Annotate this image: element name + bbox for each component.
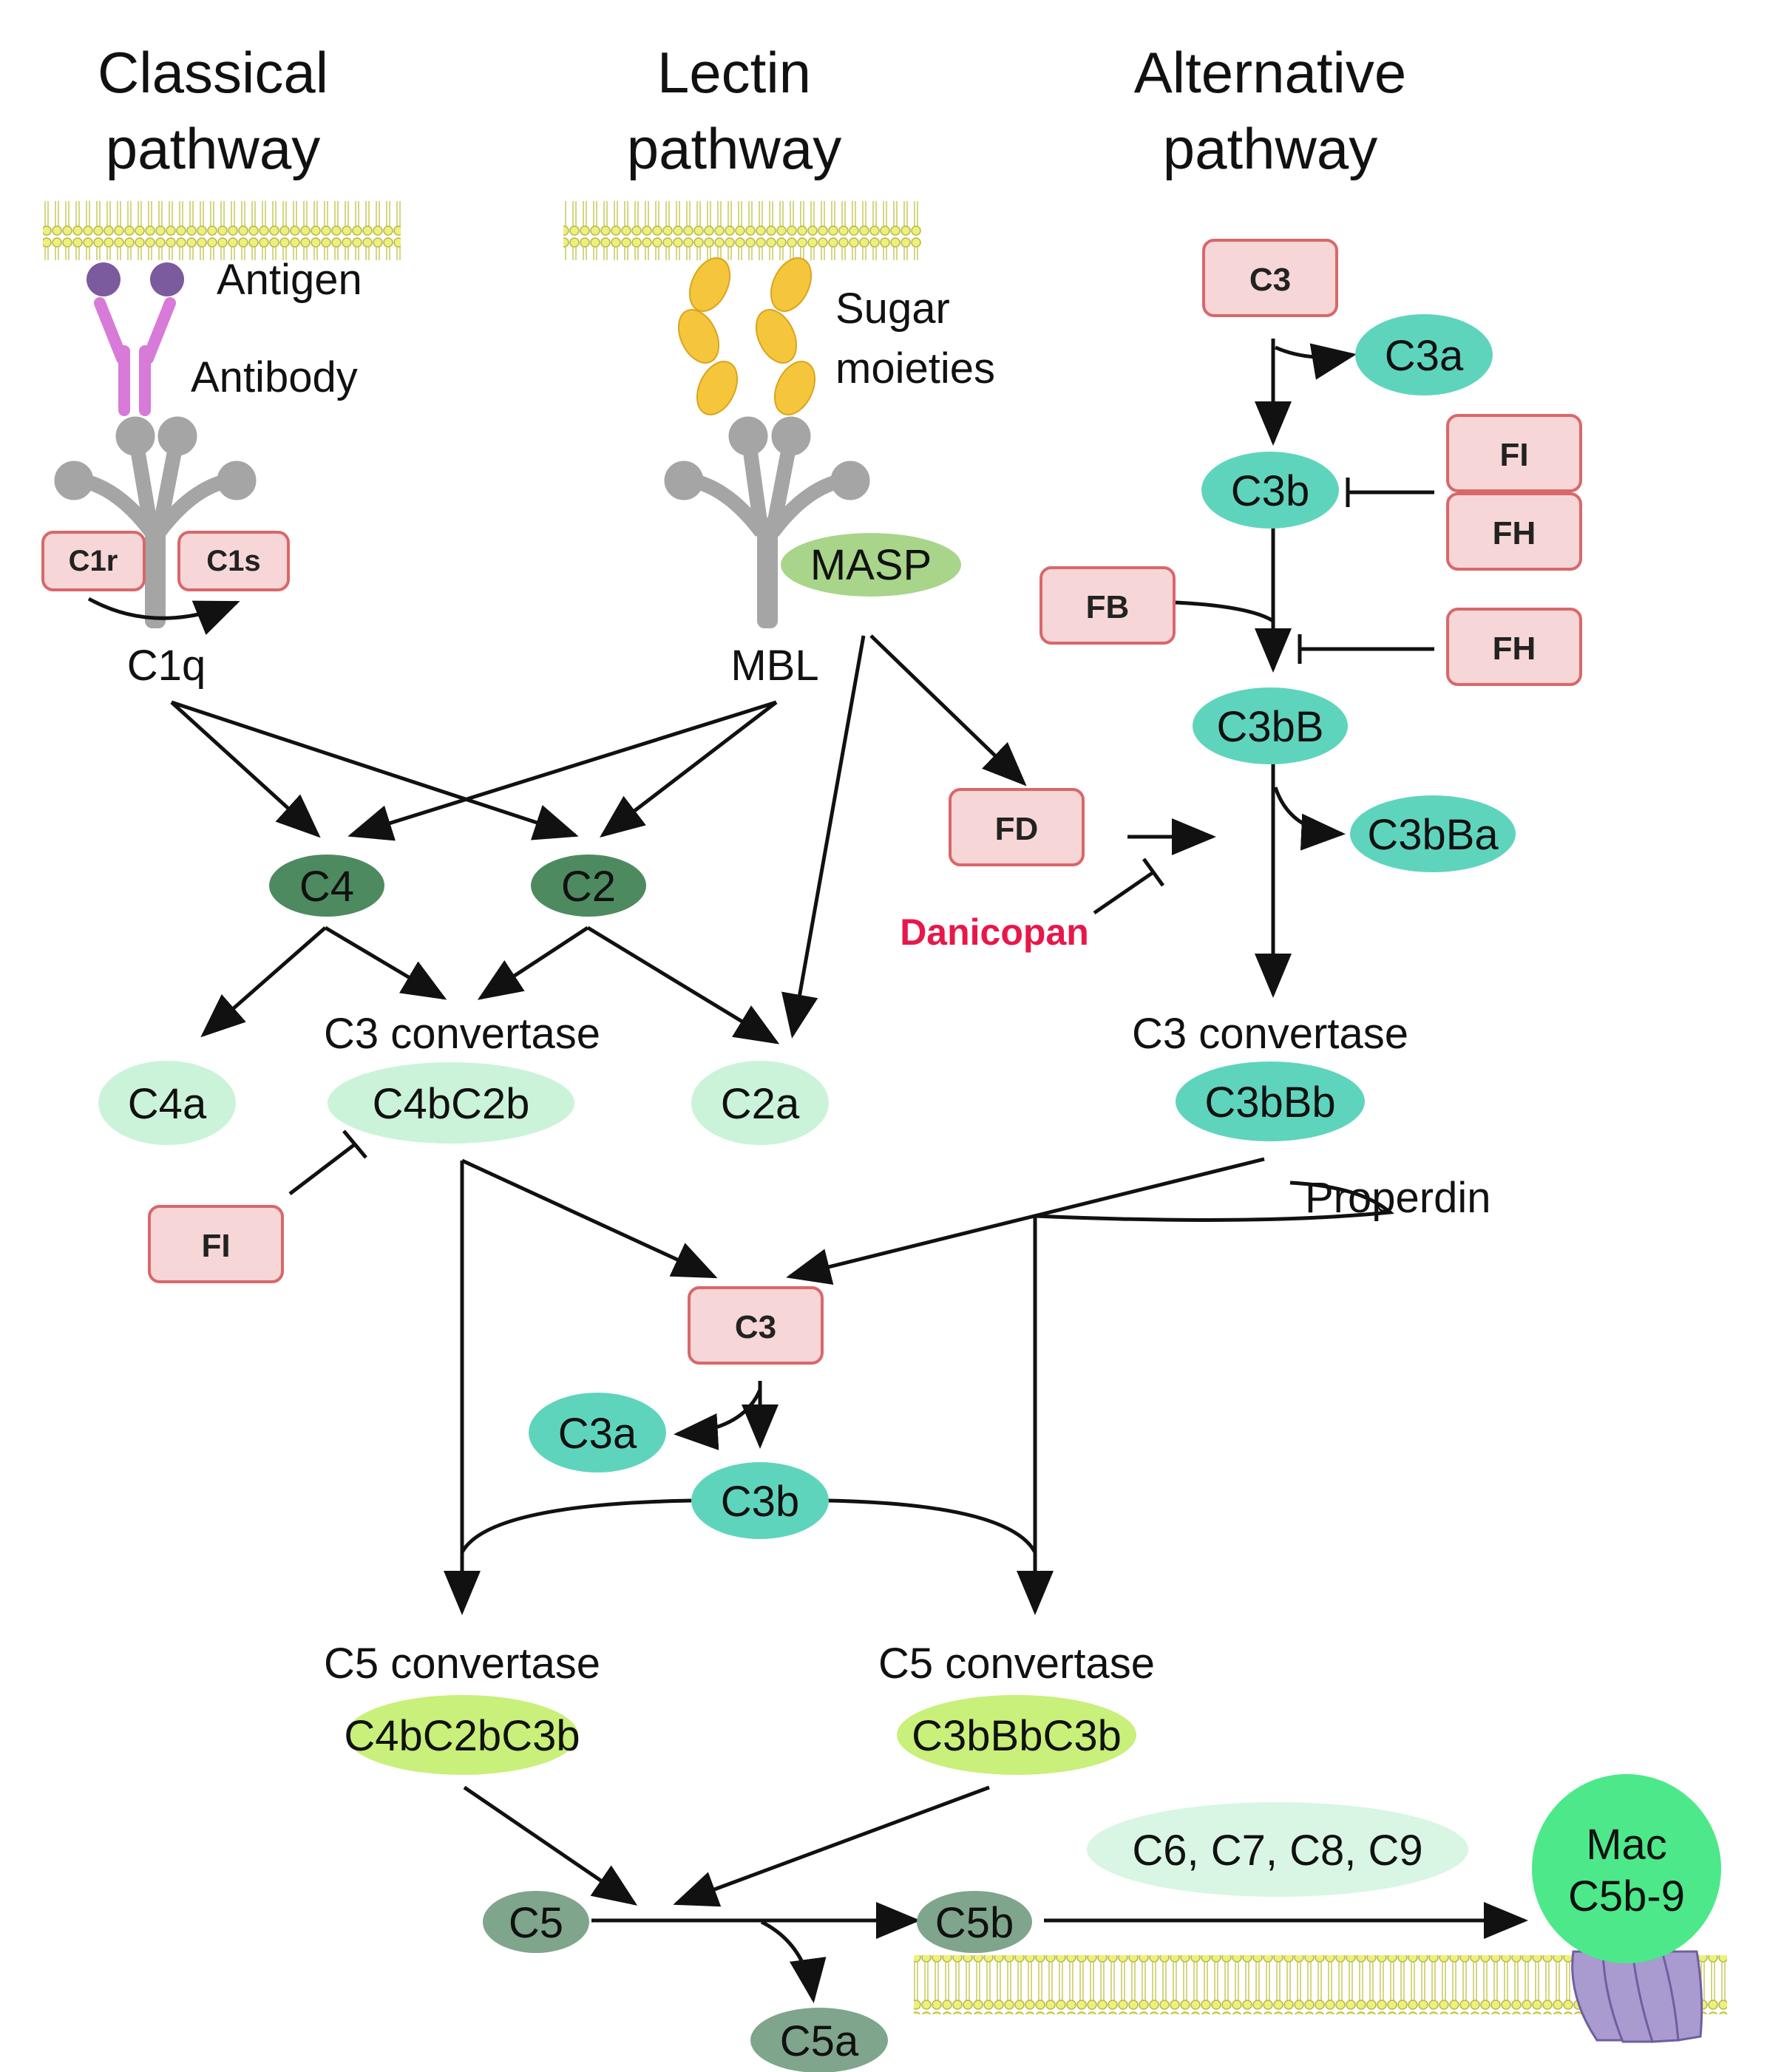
fb-box (1039, 566, 1176, 645)
c5-oval (483, 1891, 589, 1953)
fd-label: FD (995, 811, 1039, 847)
fh-lower-label: FH (1493, 631, 1536, 667)
c6-c9-label: C6, C7, C8, C9 (1132, 1827, 1422, 1875)
c1q-icon (54, 416, 257, 628)
center-c3a-oval (529, 1393, 666, 1473)
danicopan-label: Danicopan (900, 911, 1089, 953)
c3bb-label: C3bB (1216, 703, 1323, 751)
fh-upper-box (1446, 492, 1582, 571)
center-arrows (444, 1157, 1528, 2003)
c2-oval (531, 855, 646, 917)
c4-oval (269, 855, 384, 917)
c3bbb-label: C3bBb (1204, 1079, 1335, 1127)
c1r-box (41, 531, 146, 591)
fb-label: FB (1086, 589, 1130, 625)
alt-c3a-label: C3a (1385, 332, 1464, 380)
fh-lower-box (1446, 608, 1582, 686)
c3bbbc3b-label: C3bBbC3b (912, 1712, 1122, 1760)
center-c3b-label: C3b (721, 1478, 799, 1526)
masp-oval (781, 533, 961, 597)
alt-vertical-arrows (1175, 339, 1357, 998)
alt-c3a-oval (1355, 314, 1493, 395)
sugar-label: Sugar (835, 285, 950, 333)
c3-center-box (688, 1286, 824, 1365)
c3bbb-oval (1176, 1062, 1365, 1141)
danicopan-inhibition (1093, 857, 1165, 915)
fi-fh-inhibition (1346, 478, 1434, 507)
mac-pore-icon (1571, 1950, 1703, 2043)
lectin-membrane (563, 201, 921, 260)
c6-c9-oval (1087, 1802, 1468, 1897)
fi-classical-box (148, 1205, 284, 1283)
c4-label: C4 (299, 863, 354, 911)
classical-title: Classical (98, 40, 328, 105)
c3bb-oval (1193, 687, 1348, 764)
antigen-icon (87, 262, 184, 296)
classical-title-2: pathway (106, 116, 321, 181)
c3bba-oval (1350, 795, 1516, 872)
c5b-label: C5b (935, 1899, 1014, 1947)
alt-c5-convertase-label: C5 convertase (878, 1640, 1155, 1688)
alternative-title-2: pathway (1163, 116, 1378, 181)
c4bc2b-label: C4bC2b (373, 1080, 530, 1128)
c3bba-label: C3bBa (1367, 811, 1499, 859)
lectin-title-2: pathway (627, 116, 842, 181)
c2a-label: C2a (721, 1080, 800, 1128)
c1s-box (177, 531, 290, 591)
lectin-title: Lectin (657, 40, 811, 105)
fi-alt-label: FI (1499, 437, 1528, 473)
mac-circle (1532, 1774, 1721, 1963)
c1q-label: C1q (127, 642, 206, 690)
sugar-icon (677, 257, 816, 415)
alt-c3-label: C3 (1249, 262, 1291, 298)
center-c3a-label: C3a (558, 1410, 637, 1458)
cascade-arrows (170, 634, 1027, 1045)
c2a-oval (691, 1061, 829, 1145)
alternative-title: Alternative (1134, 40, 1407, 105)
fi-classical-inhibition (288, 1130, 367, 1195)
c5a-oval (750, 2008, 888, 2072)
c5a-label: C5a (780, 2017, 859, 2065)
alt-c3b-label: C3b (1231, 467, 1309, 515)
c1s-label: C1s (206, 545, 260, 577)
classical-membrane (43, 201, 401, 260)
classical-c5-convertase-label: C5 convertase (324, 1640, 600, 1688)
c1r-c1s-arrow (87, 597, 240, 635)
fi-classical-label: FI (201, 1228, 230, 1264)
masp-label: MASP (810, 541, 932, 589)
mac-label-2: C5b-9 (1568, 1872, 1685, 1920)
c5-label: C5 (509, 1899, 563, 1947)
alt-c3-convertase-label: C3 convertase (1132, 1010, 1408, 1058)
fh-upper-label: FH (1493, 515, 1536, 551)
properdin-connector (1034, 1181, 1394, 1222)
antibody-label: Antibody (191, 353, 358, 401)
c4a-oval (98, 1061, 236, 1145)
fi-alt-box (1446, 414, 1582, 492)
antigen-label: Antigen (217, 256, 362, 304)
classical-c3-convertase-label: C3 convertase (324, 1010, 600, 1058)
c4a-label: C4a (128, 1080, 207, 1128)
c3bbbc3b-oval (897, 1695, 1136, 1775)
c3-center-label: C3 (735, 1309, 776, 1345)
c2-label: C2 (561, 863, 616, 911)
center-c3b-oval (691, 1462, 829, 1539)
c4bc2bc3b-label: C4bC2bC3b (344, 1712, 580, 1760)
properdin-label: Properdin (1305, 1174, 1490, 1222)
sugar-label-2: moieties (835, 344, 995, 393)
mbl-label: MBL (730, 642, 818, 690)
antibody-icon (94, 297, 176, 416)
fd-box (949, 788, 1085, 866)
mbl-icon (664, 416, 870, 628)
fh-lower-inhibition (1298, 634, 1434, 664)
c4bc2b-oval (328, 1062, 574, 1144)
alt-c3-box (1202, 239, 1338, 317)
alt-c3b-oval (1201, 452, 1339, 529)
c5b-oval (917, 1891, 1032, 1953)
c1r-label: C1r (69, 545, 118, 577)
c4bc2bc3b-oval (346, 1695, 578, 1775)
mac-label: Mac (1586, 1821, 1667, 1869)
